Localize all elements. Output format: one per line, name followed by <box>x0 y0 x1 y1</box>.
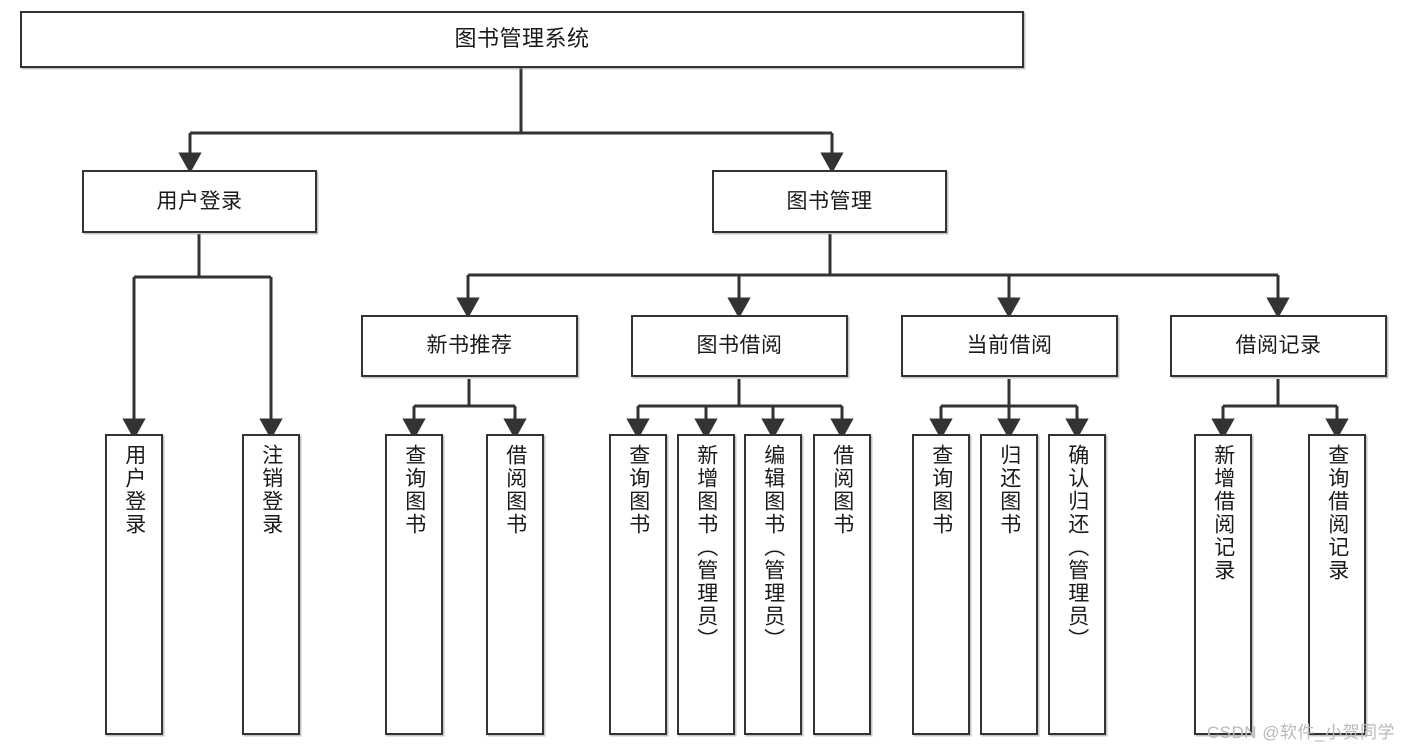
node-label: 用户登录 <box>122 444 146 536</box>
leaf-query-books-borrowing[interactable]: 查询图书 <box>609 434 667 735</box>
node-current-borrowing[interactable]: 当前借阅 <box>901 315 1118 377</box>
node-label: 查询图书 <box>626 444 650 536</box>
node-label: 图书管理系统 <box>454 26 590 52</box>
node-label: 新增图书（管理员） <box>694 444 718 651</box>
node-label: 借阅图书 <box>503 444 527 536</box>
node-label: 查询图书 <box>929 444 953 536</box>
node-book-borrowing[interactable]: 图书借阅 <box>631 315 848 377</box>
leaf-logout[interactable]: 注销登录 <box>242 434 300 735</box>
node-label: 借阅图书 <box>830 444 854 536</box>
leaf-return-books[interactable]: 归还图书 <box>980 434 1038 735</box>
node-label: 图书借阅 <box>696 334 783 358</box>
node-label: 当前借阅 <box>966 334 1053 358</box>
leaf-query-books-recommendation[interactable]: 查询图书 <box>385 434 443 735</box>
node-label: 新增借阅记录 <box>1211 444 1235 582</box>
node-label: 查询借阅记录 <box>1325 444 1349 582</box>
node-book-management[interactable]: 图书管理 <box>712 170 947 233</box>
node-label: 借阅记录 <box>1235 334 1322 358</box>
node-label: 用户登录 <box>156 189 243 213</box>
leaf-add-borrowing-record[interactable]: 新增借阅记录 <box>1194 434 1252 735</box>
leaf-user-login[interactable]: 用户登录 <box>105 434 163 735</box>
leaf-query-borrowing-record[interactable]: 查询借阅记录 <box>1308 434 1366 735</box>
leaf-borrow-books[interactable]: 借阅图书 <box>813 434 871 735</box>
node-label: 确认归还（管理员） <box>1065 444 1089 651</box>
leaf-borrow-books-recommendation[interactable]: 借阅图书 <box>486 434 544 735</box>
node-root-book-management-system[interactable]: 图书管理系统 <box>20 11 1024 68</box>
node-label: 注销登录 <box>259 444 283 536</box>
watermark-text: CSDN @软件_小贺同学 <box>1206 723 1395 742</box>
leaf-query-books-current[interactable]: 查询图书 <box>912 434 970 735</box>
node-label: 图书管理 <box>786 189 873 213</box>
leaf-add-book-admin[interactable]: 新增图书（管理员） <box>677 434 735 735</box>
node-user-login[interactable]: 用户登录 <box>82 170 317 233</box>
node-label: 新书推荐 <box>426 334 513 358</box>
node-new-book-recommendation[interactable]: 新书推荐 <box>361 315 578 377</box>
node-label: 归还图书 <box>997 444 1021 536</box>
node-borrowing-records[interactable]: 借阅记录 <box>1170 315 1387 377</box>
leaf-edit-book-admin[interactable]: 编辑图书（管理员） <box>744 434 802 735</box>
leaf-confirm-return-admin[interactable]: 确认归还（管理员） <box>1048 434 1106 735</box>
node-label: 查询图书 <box>402 444 426 536</box>
node-label: 编辑图书（管理员） <box>761 444 785 651</box>
